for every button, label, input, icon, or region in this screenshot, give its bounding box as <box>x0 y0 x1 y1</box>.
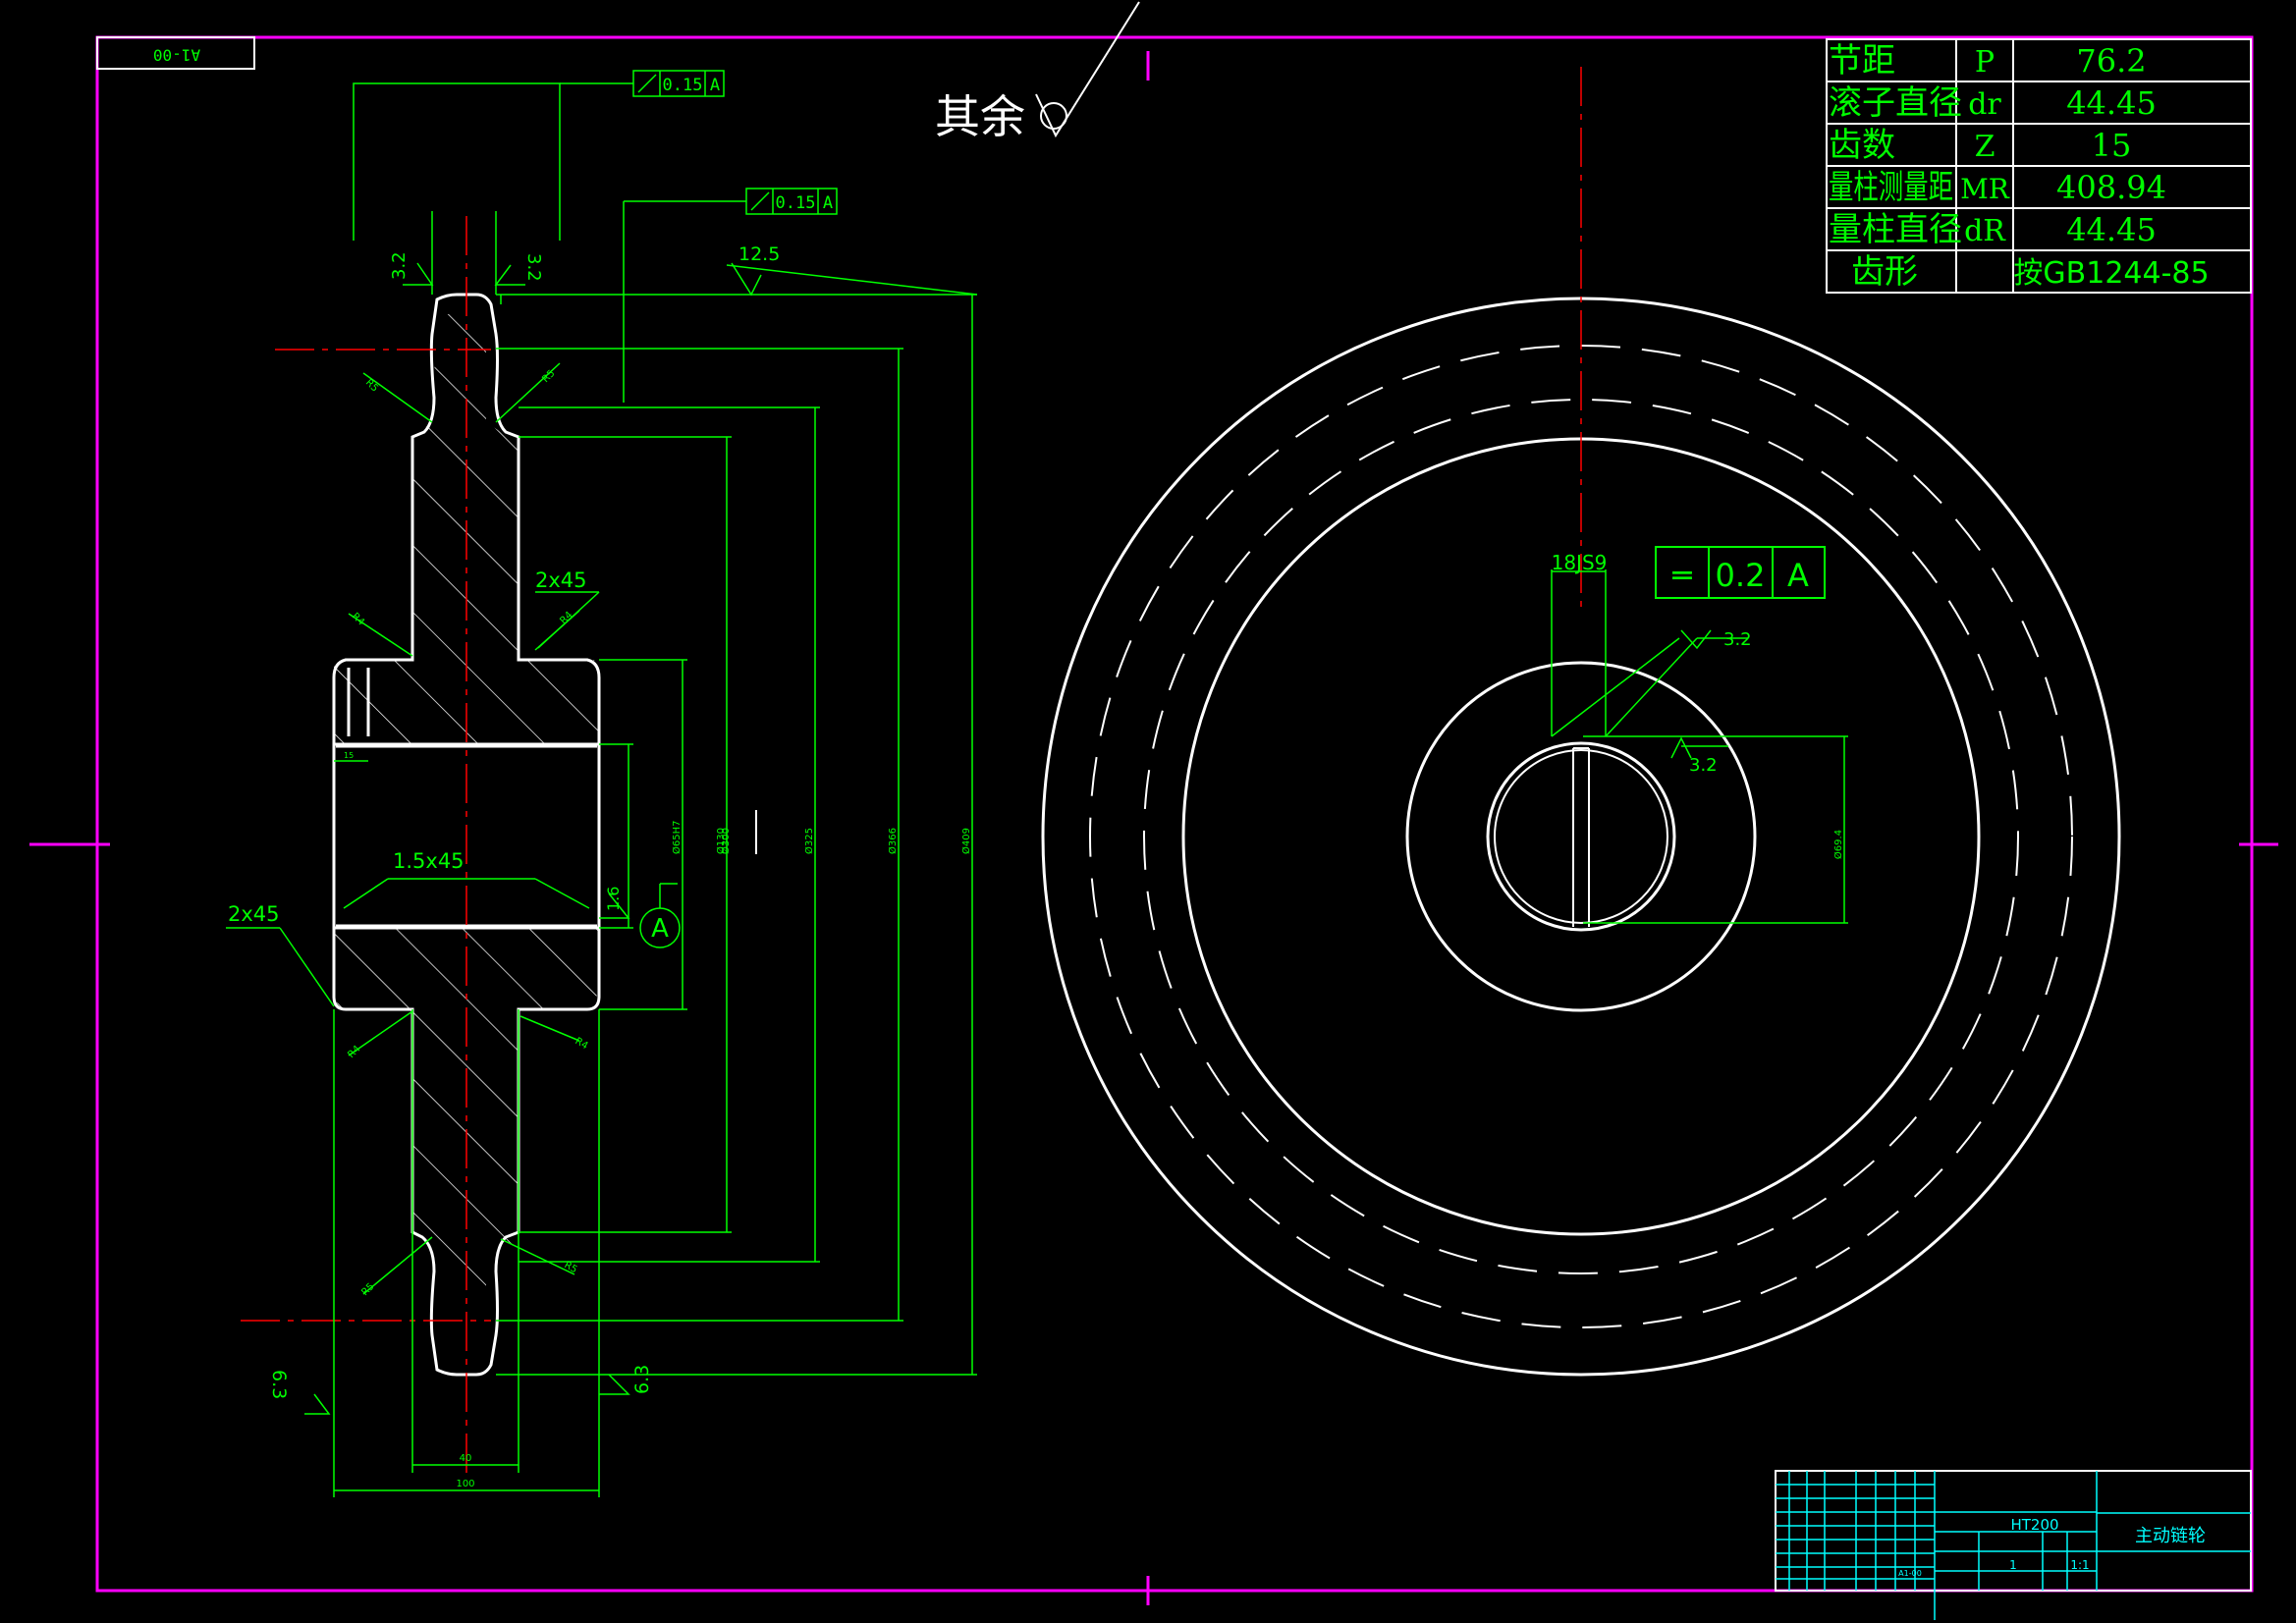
tolerance-datum: A <box>710 76 720 95</box>
section-view: 0.15 A 0.15 A A 3.2 3.2 12.5 6.3 6.3 1.6… <box>226 70 978 1497</box>
geometric-tolerance-frame: 0.15 A <box>632 70 725 97</box>
position-tolerance-icon <box>750 191 770 211</box>
title-block <box>1775 1470 2252 1620</box>
chamfer-label: 1.5x45 <box>393 849 465 873</box>
spec-symbol: dr <box>1968 87 2001 122</box>
diameter-label: Ø325 <box>803 828 815 854</box>
roughness-label: 3.2 <box>523 253 544 282</box>
spec-symbol: dR <box>1964 214 2006 248</box>
other-surfaces-note: 其余 <box>935 1 1140 143</box>
chamfer-label: 2x45 <box>535 568 587 592</box>
title-block-text: HT200 主动链轮 1 1:1 A1-00 <box>1898 1516 2206 1578</box>
symmetry-tolerance-frame: ═ 0.2 A <box>1655 546 1826 599</box>
spec-label: 滚子直径 <box>1829 83 1962 123</box>
spec-label: 量柱直径 <box>1829 210 1962 249</box>
symmetry-value: 0.2 <box>1716 557 1766 594</box>
front-view-roughness-marks <box>1670 629 1712 759</box>
roughness-label: 6.3 <box>631 1365 653 1394</box>
tolerance-datum: A <box>823 193 833 213</box>
symmetry-datum: A <box>1787 557 1809 594</box>
datum-label: A <box>651 914 669 944</box>
diameter-label: Ø409 <box>960 828 972 854</box>
diameter-label: Ø65H7 <box>671 821 683 854</box>
roughness-label: 3.2 <box>1723 629 1752 650</box>
width-label: 15 <box>344 751 354 760</box>
spec-value: 按GB1244-85 <box>2013 256 2209 291</box>
geometric-tolerance-frame: 0.15 A <box>745 188 838 215</box>
sprocket-section-outline <box>332 293 601 1377</box>
section-roughness-marks <box>304 262 762 1415</box>
section-labels: 3.2 3.2 12.5 6.3 6.3 1.6 2x45 1.5x45 2x4… <box>228 243 972 1489</box>
spec-label: 齿数 <box>1829 126 1895 165</box>
spec-symbol: P <box>1975 45 1995 80</box>
spec-symbol: MR <box>1960 173 2010 205</box>
spec-label: 量柱测量距 <box>1829 168 1953 207</box>
width-label: 40 <box>460 1453 472 1464</box>
drawing-no-label: A1-00 <box>1898 1569 1922 1578</box>
front-view-dashed-circles <box>1089 345 2073 1328</box>
chamfer-label: 2x45 <box>228 902 280 926</box>
roughness-symbol-icon <box>1035 1 1140 138</box>
width-label: 100 <box>456 1479 474 1489</box>
scale-label: 1:1 <box>2070 1558 2089 1572</box>
section-center-lines <box>241 216 491 1473</box>
roughness-label: 3.2 <box>1689 755 1718 776</box>
diameter-label: Ø130 <box>715 828 727 854</box>
roughness-label: 6.3 <box>268 1370 290 1399</box>
spec-symbol: Z <box>1975 130 1995 164</box>
roughness-label: 3.2 <box>389 251 410 280</box>
keyway-depth-label: Ø69.4 <box>1832 830 1844 859</box>
spec-value: 408.94 <box>2056 169 2166 206</box>
frame-code-box: A1-00 <box>96 36 255 70</box>
symmetry-icon: ═ <box>1671 557 1692 594</box>
part-name-label: 主动链轮 <box>2135 1526 2206 1546</box>
position-tolerance-icon <box>637 74 657 93</box>
drawing-frame <box>29 35 2278 1605</box>
tolerance-value: 0.15 <box>663 76 703 95</box>
front-view: ═ 0.2 A 18JS9 3.2 3.2 Ø69.4 <box>1041 67 2121 1377</box>
material-label: HT200 <box>2010 1516 2058 1534</box>
diameter-label: Ø366 <box>887 828 899 854</box>
diameter-label: Ø300 <box>720 828 732 854</box>
other-surfaces-label: 其余 <box>935 90 1025 143</box>
section-dimensions <box>226 82 978 1497</box>
spec-value: 76.2 <box>2076 42 2146 80</box>
datum-a-marker: A <box>639 907 681 948</box>
quantity-label: 1 <box>2009 1558 2017 1572</box>
spec-value: 15 <box>2092 127 2132 164</box>
tolerance-value: 0.15 <box>776 193 816 213</box>
frame-code: A1-00 <box>153 46 200 65</box>
spec-table: 节距 滚子直径 齿数 量柱测量距 量柱直径 齿形 P dr Z MR dR 76… <box>1826 38 2252 294</box>
spec-value: 44.45 <box>2066 211 2157 248</box>
spec-value: 44.45 <box>2066 84 2157 122</box>
keyway-width-label: 18JS9 <box>1552 551 1608 574</box>
spec-label: 节距 <box>1829 41 1895 81</box>
spec-label: 齿形 <box>1851 252 1918 292</box>
roughness-label: 1.6 <box>604 887 623 911</box>
roughness-label: 12.5 <box>738 243 780 265</box>
